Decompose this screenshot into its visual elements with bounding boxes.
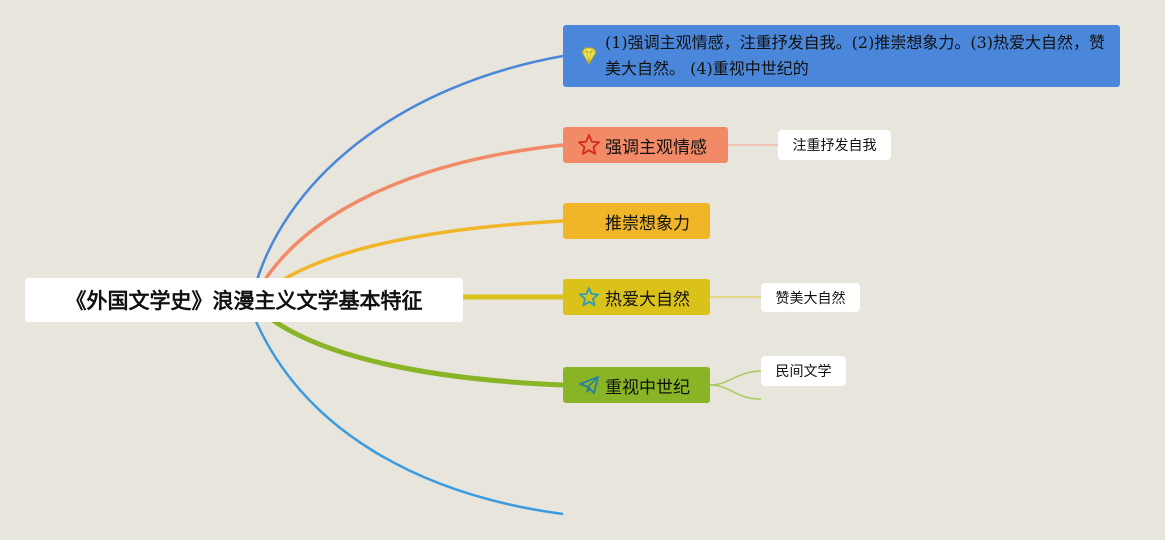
topic-imagination[interactable]: 推崇想象力 [563, 203, 710, 239]
paper-plane-icon [579, 376, 599, 394]
topic-subjective-emotion-label: 强调主观情感 [605, 137, 707, 158]
connector-branch-6 [250, 311, 564, 516]
topic-summary[interactable]: (1)强调主观情感，注重抒发自我。(2)推崇想象力。(3)热爱大自然，赞美大自然… [563, 25, 1120, 87]
star-outline-icon [579, 287, 599, 307]
topic-summary-label: (1)强调主观情感，注重抒发自我。(2)推崇想象力。(3)热爱大自然，赞美大自然… [605, 33, 1105, 78]
subtopic-self-expression[interactable]: 注重抒发自我 [778, 130, 891, 160]
topic-subjective-emotion[interactable]: 强调主观情感 [563, 127, 728, 163]
topic-middle-ages-label: 重视中世纪 [605, 377, 690, 398]
topic-love-nature[interactable]: 热爱大自然 [563, 279, 710, 315]
subtopic-folk-literature-label: 民间文学 [775, 364, 832, 380]
diamond-icon [581, 47, 597, 65]
star-icon [578, 134, 600, 155]
subtopic-praise-nature[interactable]: 赞美大自然 [761, 283, 860, 312]
subtopic-praise-nature-label: 赞美大自然 [775, 290, 846, 307]
subtopic-self-expression-label: 注重抒发自我 [792, 138, 877, 154]
topic-imagination-label: 推崇想象力 [605, 213, 690, 234]
connector-branch-2 [252, 143, 564, 299]
connector-sub-5b [709, 384, 762, 400]
topic-middle-ages[interactable]: 重视中世纪 [563, 367, 710, 403]
connector-branch-1 [250, 54, 564, 299]
topic-love-nature-label: 热爱大自然 [605, 289, 690, 310]
connector-branch-5 [260, 310, 564, 388]
root-topic-label: 《外国文学史》浪漫主义文学基本特征 [65, 289, 423, 313]
subtopic-folk-literature[interactable]: 民间文学 [761, 356, 846, 386]
root-topic[interactable]: 《外国文学史》浪漫主义文学基本特征 [25, 278, 463, 322]
connector-sub-5a [709, 370, 762, 386]
